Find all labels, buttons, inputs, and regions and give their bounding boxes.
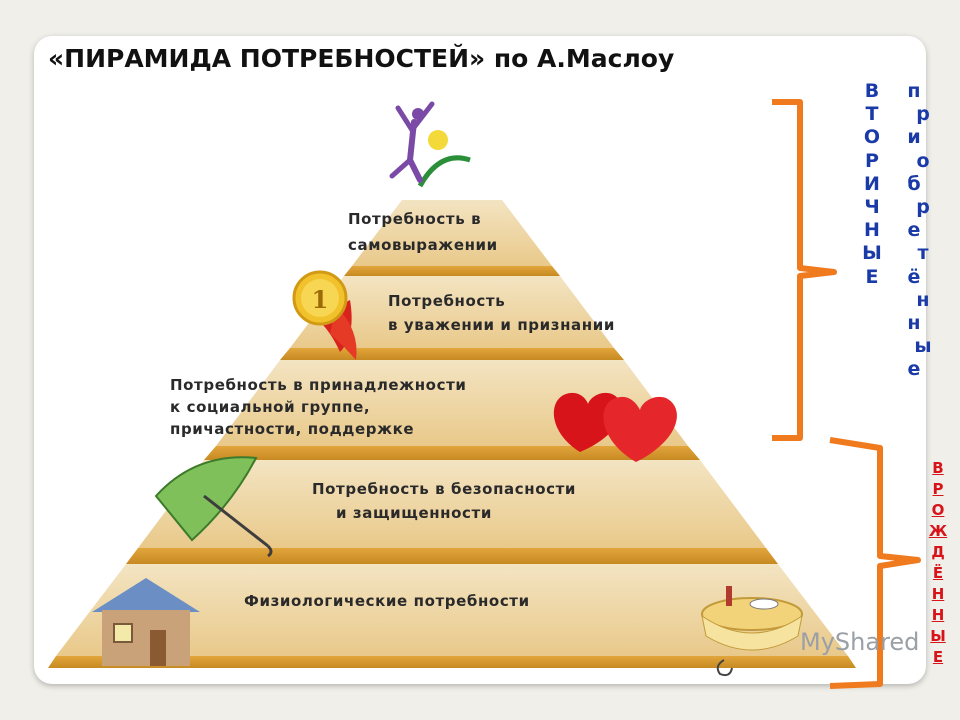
medal-icon: 1 [292, 270, 357, 360]
level-5-text: Физиологические потребности [244, 592, 530, 610]
secondary-needs-bracket [772, 99, 837, 441]
hearts-icon [553, 392, 677, 462]
slide-title: «ПИРАМИДА ПОТРЕБНОСТЕЙ» по А.Маслоу [48, 44, 675, 73]
level-1-text: Потребность в самовыражении [348, 210, 498, 254]
table-food-icon [701, 586, 803, 677]
level-1-line-2: самовыражении [348, 236, 498, 254]
level-4-line-2: и защищенности [336, 504, 492, 522]
acquired-needs-label: п р и о б р е т ё н н ы е [907, 80, 932, 381]
medal-number: 1 [312, 285, 329, 314]
level-4-text: Потребность в безопасности и защищенност… [312, 480, 582, 522]
level-2-line-2: в уважении и признании [388, 316, 615, 334]
level-5-line-1: Физиологические потребности [244, 592, 530, 610]
level-2-line-1: Потребность [388, 292, 505, 310]
level-3-line-3: причастности, поддержке [170, 420, 414, 438]
level-3-text: Потребность в принадлежности к социально… [170, 376, 472, 438]
level-1-line-1: Потребность в [348, 210, 481, 228]
level-3-line-2: к социальной группе, [170, 398, 370, 416]
umbrella-icon [154, 456, 273, 558]
pyramid-tier-2 [280, 276, 624, 360]
pyramid-tier-1 [344, 200, 560, 276]
innate-needs-bracket [829, 437, 921, 689]
level-3-line-1: Потребность в принадлежности [170, 376, 466, 394]
secondary-needs-label: В Т О Р И Ч Н Ы Е [862, 80, 882, 288]
pyramid-tier-5 [48, 564, 856, 668]
innate-needs-label: В Р О Ж Д Ё Н Н Ы Е [928, 459, 948, 666]
level-2-text: Потребность в уважении и признании [388, 292, 615, 334]
level-4-line-1: Потребность в безопасности [312, 480, 576, 498]
pyramid-tier-4 [126, 460, 778, 564]
self-actualization-figure-icon [389, 101, 471, 188]
house-icon [92, 578, 200, 666]
watermark-text: MyShared [800, 628, 920, 656]
